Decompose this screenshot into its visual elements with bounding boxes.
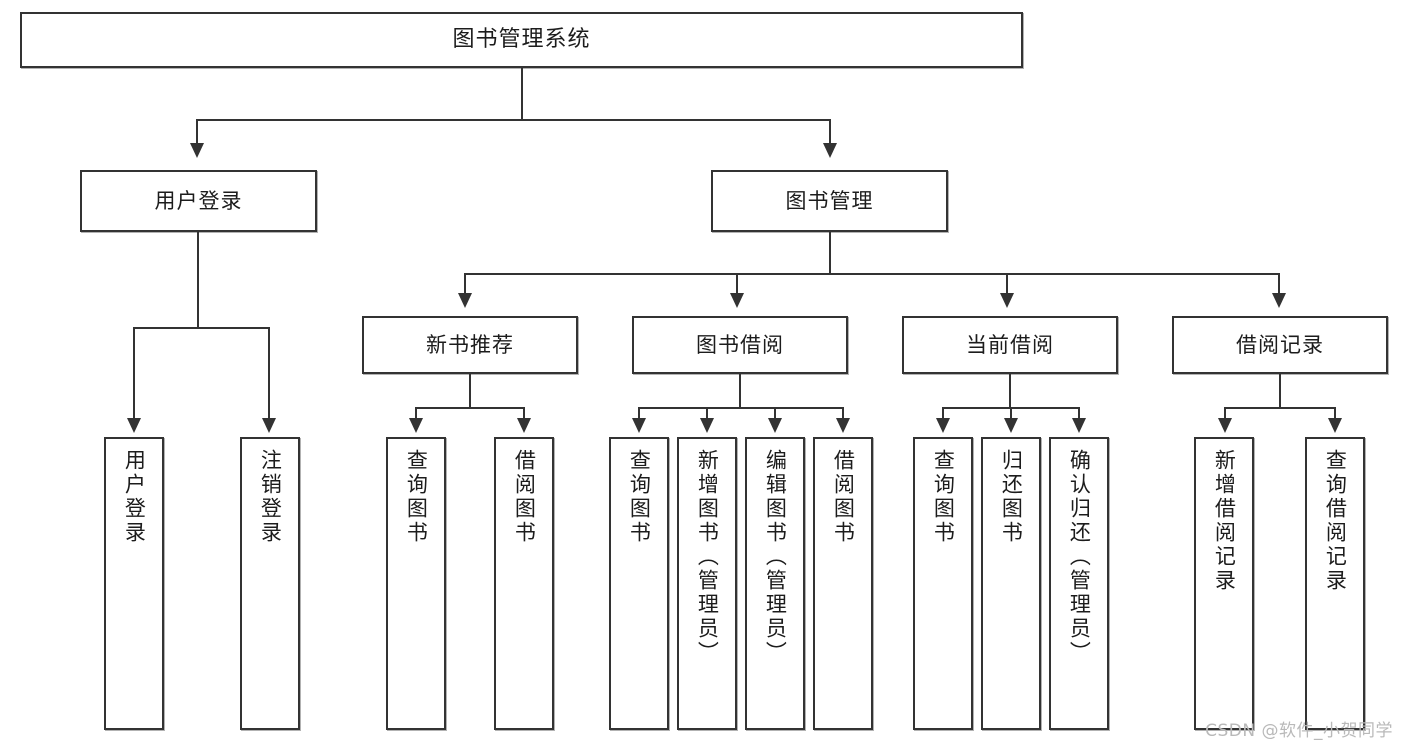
leaf-br-add-record[interactable]: 新增借阅记录	[1194, 437, 1254, 730]
edge-root-stem	[521, 68, 523, 120]
edge-bb-leaf-1	[638, 407, 640, 421]
node-label: 用户登录	[122, 449, 147, 545]
leaf-user-login[interactable]: 用户登录	[104, 437, 164, 730]
edge-book-borrow-stem	[739, 374, 741, 408]
edge-current-borrow-stem	[1009, 374, 1011, 408]
edge-user-login-bus	[133, 327, 269, 329]
node-label: 归还图书	[999, 449, 1024, 545]
arrowhead-new-book-recommend	[458, 293, 472, 308]
arrowhead-nb-leaf-2	[517, 418, 531, 433]
edge-user-login-stem	[197, 232, 199, 328]
node-label: 图书管理	[785, 188, 874, 213]
node-label: 借阅图书	[512, 449, 537, 545]
edge-to-book-borrow	[736, 273, 738, 297]
arrowhead-book-mgmt	[823, 143, 837, 158]
edge-bb-leaf-2	[706, 407, 708, 421]
edge-to-current-borrow	[1006, 273, 1008, 297]
arrowhead-bb-leaf-2	[700, 418, 714, 433]
leaf-logout[interactable]: 注销登录	[240, 437, 300, 730]
arrowhead-current-borrow	[1000, 293, 1014, 308]
node-label: 注销登录	[258, 449, 283, 545]
node-label: 图书借阅	[696, 332, 784, 357]
edge-cb-leaf-1	[942, 407, 944, 421]
node-label: 新增图书（管理员）	[695, 449, 720, 665]
arrowhead-cb-leaf-1	[936, 418, 950, 433]
edge-book-mgmt-stem	[829, 232, 831, 274]
node-label: 用户登录	[154, 188, 243, 213]
arrowhead-borrow-records	[1272, 293, 1286, 308]
watermark-text: CSDN @软件_小贺同学	[1205, 721, 1393, 741]
edge-root-to-user-login	[196, 119, 198, 147]
leaf-bb-edit-book-admin[interactable]: 编辑图书（管理员）	[745, 437, 805, 730]
leaf-nb-borrow-book[interactable]: 借阅图书	[494, 437, 554, 730]
edge-root-to-book-mgmt	[829, 119, 831, 147]
node-label: 编辑图书（管理员）	[763, 449, 788, 665]
edge-borrow-records-bus	[1224, 407, 1336, 409]
edge-new-book-bus	[415, 407, 525, 409]
arrowhead-leaf-logout	[262, 418, 276, 433]
node-label: 查询图书	[404, 449, 429, 545]
node-root-system[interactable]: 图书管理系统	[20, 12, 1023, 68]
node-label: 图书管理系统	[452, 27, 591, 53]
edge-root-bus	[197, 119, 831, 121]
node-label: 借阅记录	[1236, 332, 1324, 357]
edge-nb-leaf-2	[523, 407, 525, 421]
node-label: 借阅图书	[831, 449, 856, 545]
node-label: 新书推荐	[426, 332, 514, 357]
edge-nb-leaf-1	[415, 407, 417, 421]
arrowhead-nb-leaf-1	[409, 418, 423, 433]
arrowhead-bb-leaf-3	[768, 418, 782, 433]
edge-to-leaf-logout	[268, 327, 270, 421]
arrowhead-bb-leaf-1	[632, 418, 646, 433]
edge-to-borrow-records	[1278, 273, 1280, 297]
leaf-nb-query-book[interactable]: 查询图书	[386, 437, 446, 730]
leaf-cb-return-book[interactable]: 归还图书	[981, 437, 1041, 730]
leaf-bb-add-book-admin[interactable]: 新增图书（管理员）	[677, 437, 737, 730]
node-borrow-records[interactable]: 借阅记录	[1172, 316, 1388, 374]
node-label: 查询图书	[931, 449, 956, 545]
edge-to-new-book-recommend	[464, 273, 466, 297]
node-user-login[interactable]: 用户登录	[80, 170, 317, 232]
arrowhead-cb-leaf-2	[1004, 418, 1018, 433]
edge-br-leaf-1	[1224, 407, 1226, 421]
arrowhead-bb-leaf-4	[836, 418, 850, 433]
edge-br-leaf-2	[1334, 407, 1336, 421]
arrowhead-user-login	[190, 143, 204, 158]
arrowhead-leaf-user-login	[127, 418, 141, 433]
node-label: 确认归还（管理员）	[1067, 449, 1092, 665]
arrowhead-cb-leaf-3	[1072, 418, 1086, 433]
leaf-bb-borrow-book[interactable]: 借阅图书	[813, 437, 873, 730]
arrowhead-br-leaf-2	[1328, 418, 1342, 433]
edge-bb-leaf-4	[842, 407, 844, 421]
edge-book-borrow-bus	[638, 407, 844, 409]
edge-to-leaf-user-login	[133, 327, 135, 421]
edge-borrow-records-stem	[1279, 374, 1281, 408]
leaf-cb-confirm-return-admin[interactable]: 确认归还（管理员）	[1049, 437, 1109, 730]
node-label: 新增借阅记录	[1212, 449, 1237, 593]
edge-bb-leaf-3	[774, 407, 776, 421]
node-label: 查询借阅记录	[1323, 449, 1348, 593]
edge-new-book-stem	[469, 374, 471, 408]
node-book-borrow[interactable]: 图书借阅	[632, 316, 848, 374]
node-label: 查询图书	[627, 449, 652, 545]
node-current-borrow[interactable]: 当前借阅	[902, 316, 1118, 374]
leaf-cb-query-book[interactable]: 查询图书	[913, 437, 973, 730]
node-label: 当前借阅	[966, 332, 1054, 357]
node-book-management[interactable]: 图书管理	[711, 170, 948, 232]
leaf-bb-query-book[interactable]: 查询图书	[609, 437, 669, 730]
node-new-book-recommend[interactable]: 新书推荐	[362, 316, 578, 374]
edge-cb-leaf-2	[1010, 407, 1012, 421]
edge-book-mgmt-bus	[464, 273, 1280, 275]
leaf-br-query-record[interactable]: 查询借阅记录	[1305, 437, 1365, 730]
edge-cb-leaf-3	[1078, 407, 1080, 421]
arrowhead-br-leaf-1	[1218, 418, 1232, 433]
arrowhead-book-borrow	[730, 293, 744, 308]
